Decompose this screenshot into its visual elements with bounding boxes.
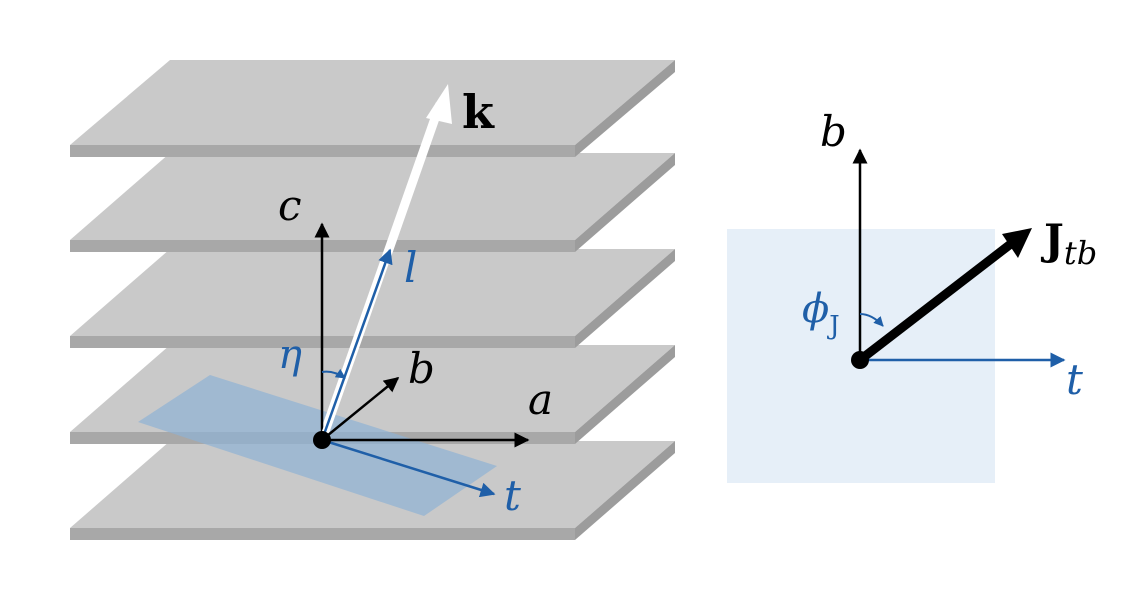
phi-arc (859, 313, 884, 327)
phi-label: ϕJ (802, 286, 840, 341)
layer-1 (70, 60, 675, 157)
eta-label: η (278, 332, 302, 378)
t-label-left: t (504, 471, 521, 520)
t-axis-left (321, 438, 496, 498)
b-label-right: b (820, 107, 847, 156)
j-vector (857, 239, 1015, 364)
b-axis-left (321, 377, 400, 441)
j-label: Jtb (1040, 215, 1097, 272)
l-vector (320, 248, 393, 441)
phi-label-subscript: J (826, 311, 839, 341)
j-label-main: J (1040, 215, 1064, 264)
c-label: c (278, 181, 302, 230)
phi-label-main: ϕ (802, 286, 829, 332)
t-label-right: t (1066, 355, 1083, 404)
j-arrowhead (1002, 228, 1032, 258)
layer-2 (70, 153, 675, 252)
a-label: a (528, 375, 553, 424)
eta-arc (321, 368, 346, 379)
j-label-subscript: tb (1064, 234, 1097, 272)
k-label: k (462, 85, 495, 139)
origin-dot-right (851, 351, 869, 369)
origin-dot-left (313, 431, 331, 449)
k-arrowhead (426, 84, 452, 124)
l-label: l (404, 243, 417, 292)
b-label-left: b (408, 344, 435, 393)
